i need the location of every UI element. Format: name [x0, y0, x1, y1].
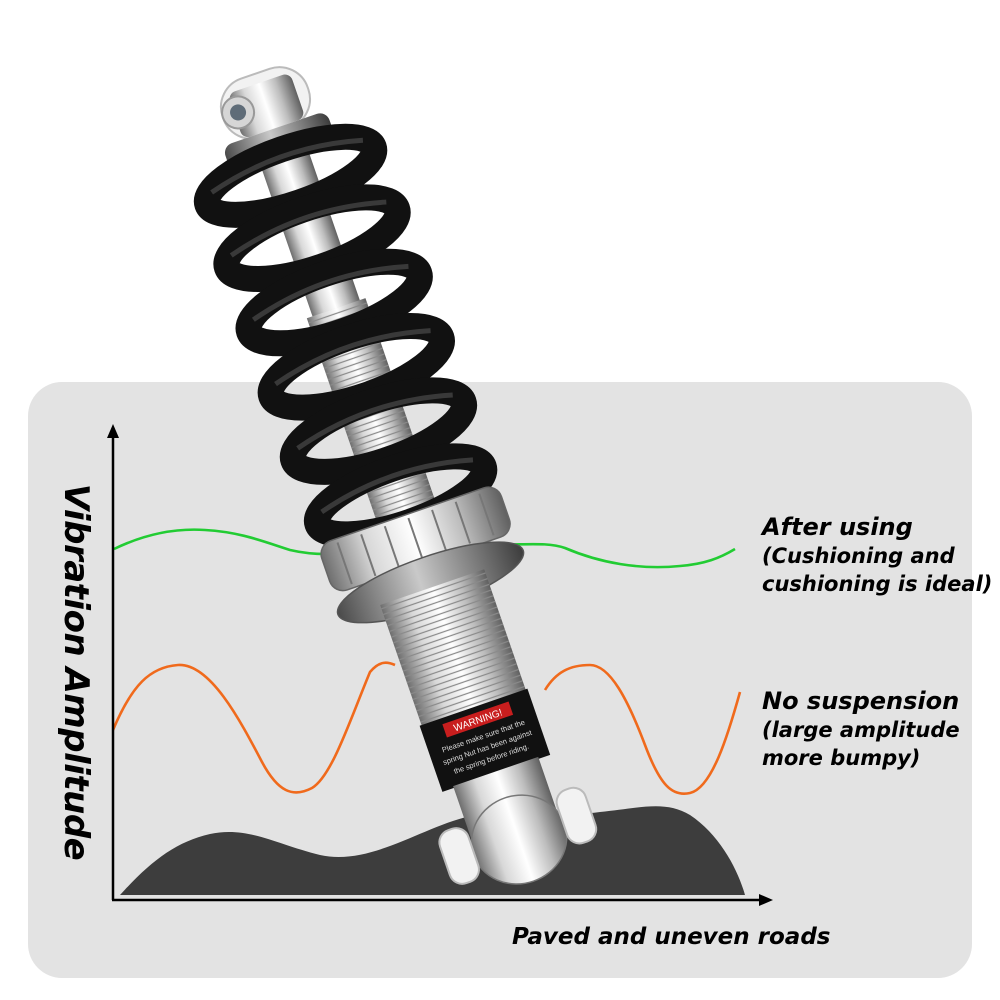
no-suspension-curve	[111, 661, 742, 796]
after-using-line-3: cushioning is ideal)	[762, 572, 993, 596]
shock-absorber: WARNING! Please make sure that the sprin…	[193, 66, 598, 885]
warning-label	[419, 688, 551, 792]
x-axis-arrow	[759, 894, 773, 906]
after-using-annotation: After using (Cushioning and cushioning i…	[762, 512, 992, 598]
bottom-bushing	[438, 827, 480, 885]
y-axis-arrow	[107, 424, 119, 438]
after-using-title: After using	[762, 513, 913, 541]
coil-spring	[193, 123, 498, 548]
no-suspension-annotation: No suspension (large amplitude more bump…	[762, 686, 960, 772]
no-suspension-line-2: (large amplitude	[762, 718, 960, 742]
y-axis-label: Vibration Amplitude	[56, 483, 96, 861]
after-using-line-2: (Cushioning and	[762, 544, 955, 568]
no-suspension-line-3: more bumpy)	[762, 746, 921, 770]
no-suspension-title: No suspension	[762, 687, 960, 715]
x-axis-label: Paved and uneven roads	[512, 924, 831, 950]
road-profile	[120, 806, 745, 895]
